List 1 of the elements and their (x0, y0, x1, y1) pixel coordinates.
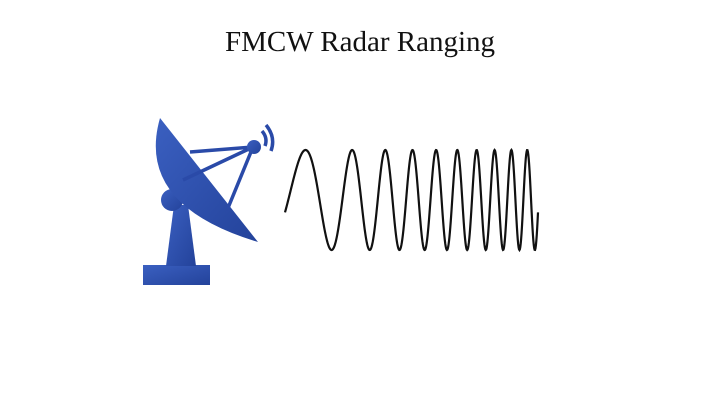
diagram-title: FMCW Radar Ranging (224, 26, 496, 59)
